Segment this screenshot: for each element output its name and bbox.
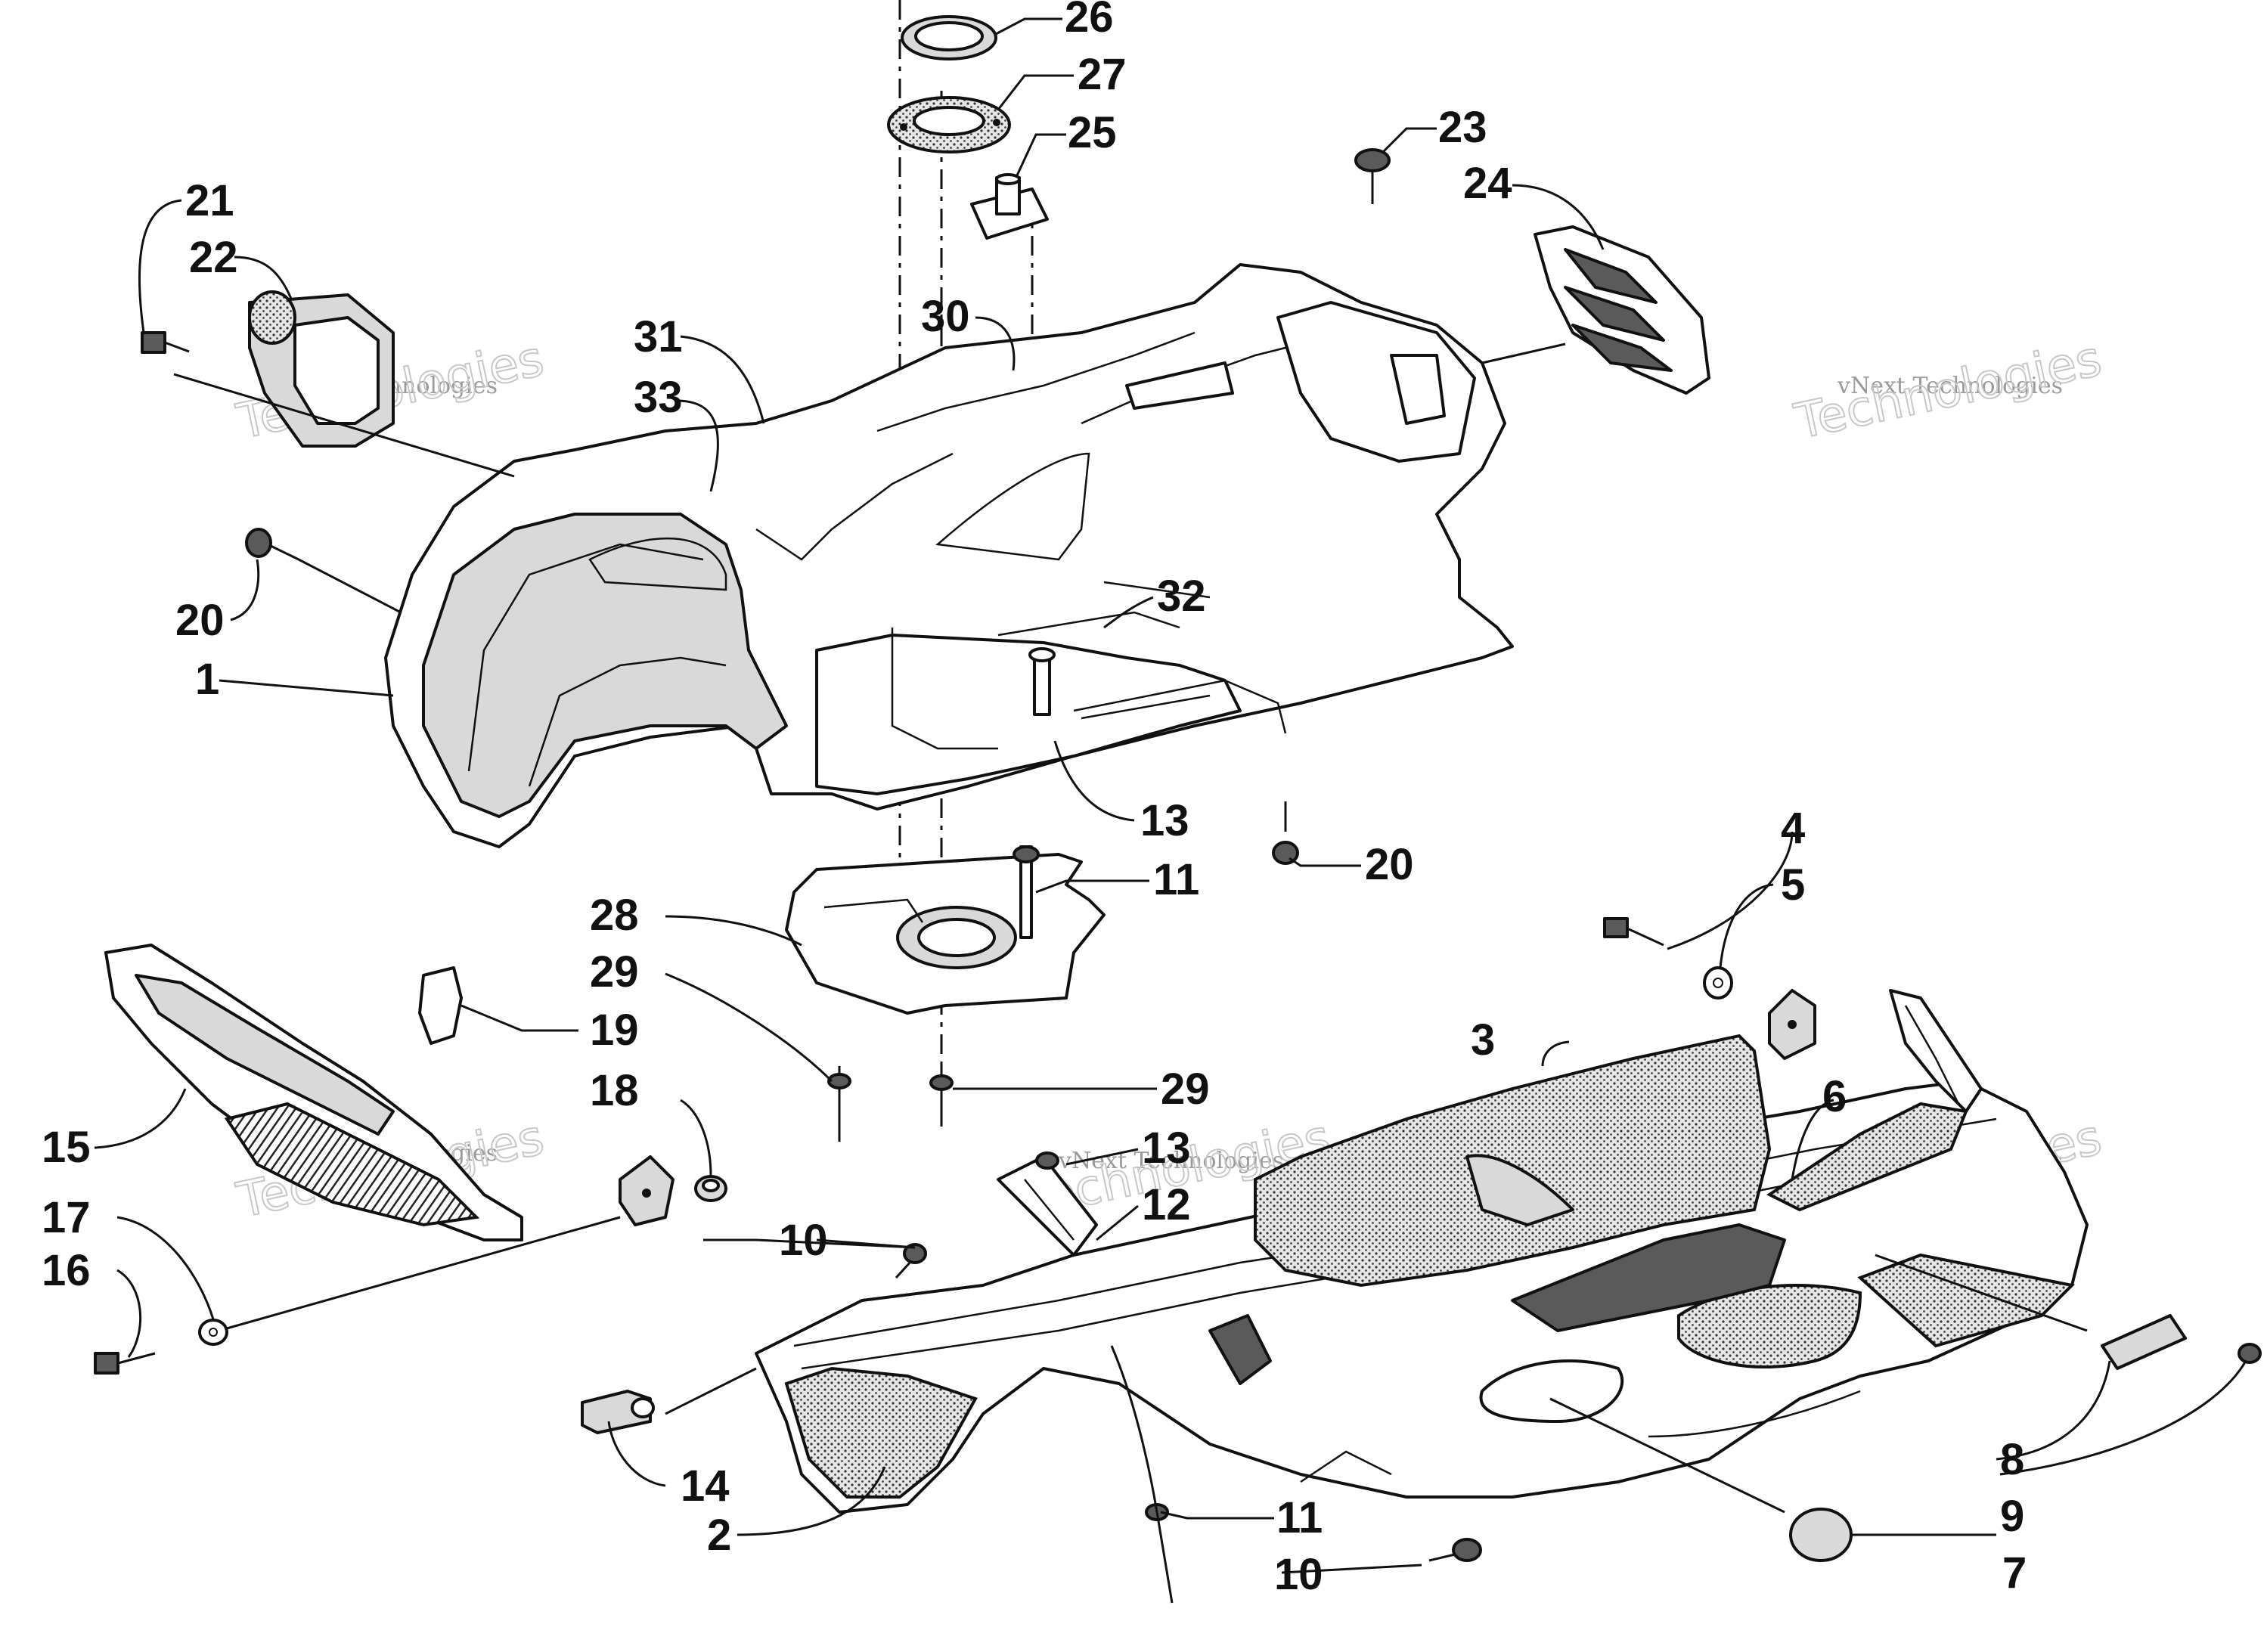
callout-10-upper: 10	[779, 1216, 828, 1265]
callout-10-lower: 10	[1274, 1550, 1323, 1599]
callout-13-lower: 13	[1142, 1124, 1191, 1173]
callout-33: 33	[634, 373, 683, 422]
side-trim-15	[104, 944, 523, 1241]
callout-11-upper: 11	[1153, 855, 1199, 904]
belly-pan-upper-1	[384, 263, 1514, 848]
callout-15: 15	[42, 1123, 91, 1172]
callout-23: 23	[1438, 103, 1487, 152]
screw-23	[1354, 148, 1391, 204]
rivet-29-left	[827, 1066, 851, 1142]
callout-3: 3	[1471, 1015, 1495, 1065]
spout-flange-25	[970, 173, 1049, 240]
vent-grille-24	[1534, 225, 1710, 395]
callout-20-lower: 20	[1365, 840, 1414, 889]
gasket-ring-27	[887, 96, 1011, 153]
callout-8: 8	[2000, 1435, 2024, 1484]
plate-nut-right	[1768, 989, 1816, 1060]
bracket-12	[997, 1155, 1098, 1257]
callout-27: 27	[1078, 50, 1127, 99]
callout-24: 24	[1463, 159, 1512, 208]
screw-20-lower	[1272, 801, 1299, 865]
nut-18	[694, 1175, 727, 1202]
reflector-8	[2101, 1314, 2187, 1370]
callout-7: 7	[2002, 1548, 2027, 1598]
callout-9: 9	[2000, 1492, 2024, 1541]
callout-2: 2	[707, 1511, 731, 1560]
screw-20-upper	[245, 528, 299, 561]
callout-19: 19	[590, 1006, 639, 1055]
callout-labels: 26 27 25 23 24 21 22 30 31 33 20 1 32 13…	[42, 0, 2027, 1599]
screw-21	[141, 331, 190, 354]
callout-5: 5	[1781, 860, 1805, 910]
washer-17	[198, 1319, 228, 1346]
rivet-29-right	[929, 1066, 954, 1127]
callout-32: 32	[1157, 572, 1206, 621]
screw-10-upper	[895, 1243, 927, 1279]
callout-11-lower: 11	[1276, 1493, 1323, 1542]
callout-4: 4	[1781, 804, 1805, 853]
watermark-text: vNext Technologies	[1058, 1148, 1284, 1174]
callout-29-left: 29	[590, 947, 639, 996]
gasket-ring-26	[901, 15, 997, 60]
plate-nut-left	[619, 1155, 675, 1226]
washer-13-lower	[1035, 1151, 1059, 1170]
callout-13-upper: 13	[1140, 796, 1189, 845]
rivet-11-lower	[1145, 1503, 1174, 1604]
leader-lines	[94, 17, 2247, 1574]
clip-19	[418, 966, 463, 1045]
callout-22: 22	[189, 233, 238, 282]
callout-6: 6	[1822, 1072, 1847, 1121]
callout-12: 12	[1142, 1180, 1191, 1229]
washer-5	[1703, 966, 1733, 1000]
pin-13-upper	[1028, 647, 1056, 716]
callout-25: 25	[1068, 108, 1117, 157]
callout-28: 28	[590, 891, 639, 940]
watermark-text: vNext Technologies	[1837, 373, 2063, 399]
panel-6	[1511, 1102, 1968, 1332]
callout-16: 16	[42, 1246, 91, 1295]
fill-plate-28	[785, 853, 1106, 1015]
callout-31: 31	[634, 312, 683, 361]
callout-20-upper: 20	[175, 596, 225, 645]
callout-29-right: 29	[1161, 1065, 1210, 1114]
screw-10-lower	[1428, 1538, 1482, 1562]
latch-14	[581, 1390, 655, 1434]
screw-9	[2238, 1343, 2262, 1364]
plug-7	[1789, 1508, 1853, 1562]
callout-14: 14	[681, 1461, 730, 1511]
foam-panel-3	[1254, 1034, 1772, 1288]
callout-17: 17	[42, 1193, 91, 1242]
rivet-11-upper	[1013, 845, 1040, 939]
bolt-4	[1603, 917, 1664, 947]
callout-30: 30	[921, 292, 970, 341]
right-front-bracket	[1889, 989, 1983, 1113]
bolt-16	[94, 1352, 156, 1375]
callout-21: 21	[185, 176, 234, 225]
watermark-big-text: Technologies	[1790, 331, 2107, 451]
callout-18: 18	[590, 1066, 639, 1115]
callout-1: 1	[195, 655, 219, 704]
callout-26: 26	[1065, 0, 1114, 42]
